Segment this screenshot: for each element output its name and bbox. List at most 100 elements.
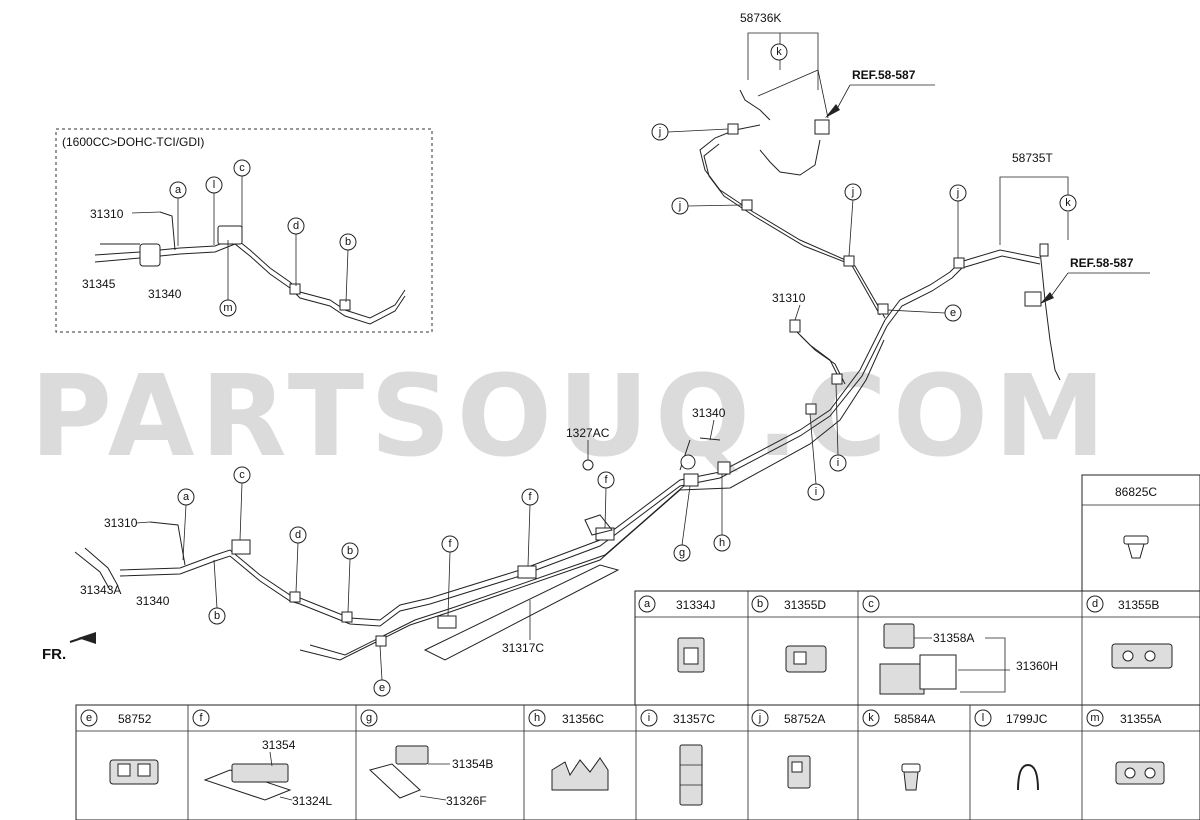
callout-f-2[interactable]: f bbox=[521, 488, 539, 506]
part-31343a[interactable]: 31343A bbox=[80, 583, 121, 597]
legend-part-31354: 31354 bbox=[262, 738, 296, 752]
ref-arrow-icon-2 bbox=[1040, 292, 1054, 304]
legend-item-f[interactable]: f 31354 31324L bbox=[192, 709, 332, 808]
inset-panel: (1600CC>DOHC-TCI/GDI) a l c m d b 31310 … bbox=[55, 128, 433, 333]
inset-callout-m[interactable]: m bbox=[219, 299, 237, 317]
part-1327ac[interactable]: 1327AC bbox=[566, 426, 610, 440]
part-31340-upper[interactable]: 31340 bbox=[692, 406, 726, 420]
svg-text:g: g bbox=[679, 547, 685, 559]
svg-text:f: f bbox=[604, 474, 608, 486]
inset-callout-l[interactable]: l bbox=[205, 176, 223, 194]
legend-item-h[interactable]: h 31356C bbox=[528, 709, 609, 791]
callout-leaders bbox=[135, 128, 959, 681]
ref-label-2[interactable]: REF.58-587 bbox=[1070, 256, 1134, 270]
svg-text:h: h bbox=[719, 537, 725, 549]
part-58736k[interactable]: 58736K bbox=[740, 11, 781, 25]
svg-text:e: e bbox=[379, 682, 385, 694]
callout-b-1[interactable]: b bbox=[341, 542, 359, 560]
svg-text:k: k bbox=[868, 712, 874, 724]
legend-item-c[interactable]: c 31358A 31360H bbox=[862, 595, 1058, 695]
part-31310-lower[interactable]: 31310 bbox=[104, 516, 138, 530]
watermark-text: PARTSOUQ.COM bbox=[30, 352, 1112, 482]
svg-text:a: a bbox=[183, 491, 190, 503]
callout-j-1[interactable]: j bbox=[651, 123, 669, 141]
svg-text:31355A: 31355A bbox=[1120, 712, 1161, 726]
callout-h[interactable]: h bbox=[713, 534, 731, 552]
legend-part-31358a: 31358A bbox=[933, 631, 974, 645]
svg-text:j: j bbox=[851, 186, 854, 198]
callout-g[interactable]: g bbox=[673, 544, 691, 562]
legend-item-j[interactable]: j 58752A bbox=[751, 709, 825, 789]
callout-c[interactable]: c bbox=[233, 466, 251, 484]
svg-text:d: d bbox=[1092, 598, 1098, 610]
legend-item-m[interactable]: m 31355A bbox=[1086, 709, 1165, 785]
svg-text:31355B: 31355B bbox=[1118, 598, 1159, 612]
legend-item-g[interactable]: g 31354B 31326F bbox=[360, 709, 493, 808]
inset-callout-d[interactable]: d bbox=[287, 217, 305, 235]
callout-e-2[interactable]: e bbox=[373, 679, 391, 697]
legend-bottom-row: e 58752 f 31354 31324L g 31354B 31326F h… bbox=[75, 704, 1200, 820]
svg-text:i: i bbox=[648, 712, 650, 724]
callout-b-2[interactable]: b bbox=[208, 607, 226, 625]
svg-text:a: a bbox=[175, 184, 182, 196]
legend-item-86825c[interactable]: 86825C bbox=[1115, 485, 1157, 559]
inset-callout-c[interactable]: c bbox=[233, 159, 251, 177]
svg-text:31356C: 31356C bbox=[562, 712, 604, 726]
svg-text:m: m bbox=[223, 302, 232, 314]
svg-text:j: j bbox=[678, 200, 681, 212]
callout-f-3[interactable]: f bbox=[441, 535, 459, 553]
front-arrow-icon bbox=[78, 632, 96, 644]
svg-text:c: c bbox=[239, 469, 245, 481]
callout-j-4[interactable]: j bbox=[949, 184, 967, 202]
svg-text:b: b bbox=[214, 610, 220, 622]
inset-part-31345[interactable]: 31345 bbox=[82, 277, 116, 291]
part-31317c[interactable]: 31317C bbox=[502, 641, 544, 655]
main-pipe-assembly bbox=[69, 32, 1150, 661]
callout-f-1[interactable]: f bbox=[597, 471, 615, 489]
legend-item-d[interactable]: d 31355B bbox=[1086, 595, 1173, 669]
callout-e-1[interactable]: e bbox=[944, 304, 962, 322]
legend-item-a[interactable]: a 31334J bbox=[638, 595, 715, 673]
svg-text:b: b bbox=[345, 236, 351, 248]
legend-item-l[interactable]: l 1799JC bbox=[974, 709, 1048, 791]
callout-j-3[interactable]: j bbox=[844, 183, 862, 201]
svg-text:e: e bbox=[86, 712, 92, 724]
svg-text:c: c bbox=[868, 598, 874, 610]
inset-callout-a[interactable]: a bbox=[169, 181, 187, 199]
callout-i-2[interactable]: i bbox=[807, 483, 825, 501]
svg-text:e: e bbox=[950, 307, 956, 319]
svg-text:31334J: 31334J bbox=[676, 598, 715, 612]
svg-text:j: j bbox=[658, 126, 661, 138]
front-label: FR. bbox=[42, 646, 66, 663]
svg-text:31355D: 31355D bbox=[784, 598, 826, 612]
legend-item-k[interactable]: k 58584A bbox=[862, 709, 935, 791]
svg-text:f: f bbox=[448, 538, 452, 550]
part-31340-lower[interactable]: 31340 bbox=[136, 594, 170, 608]
callout-d[interactable]: d bbox=[289, 526, 307, 544]
part-31310-upper[interactable]: 31310 bbox=[772, 291, 806, 305]
legend-item-e[interactable]: e 58752 bbox=[80, 709, 159, 785]
ref-label-1[interactable]: REF.58-587 bbox=[852, 68, 916, 82]
legend-part-31326f: 31326F bbox=[446, 794, 487, 808]
callout-a[interactable]: a bbox=[177, 488, 195, 506]
svg-text:d: d bbox=[295, 529, 301, 541]
part-58735t[interactable]: 58735T bbox=[1012, 151, 1053, 165]
callout-i-1[interactable]: i bbox=[829, 454, 847, 472]
svg-text:g: g bbox=[366, 712, 372, 724]
callout-k-2[interactable]: k bbox=[1059, 194, 1077, 212]
legend-part-31354b: 31354B bbox=[452, 757, 493, 771]
callout-k-1[interactable]: k bbox=[770, 43, 788, 61]
legend-item-i[interactable]: i 31357C bbox=[640, 709, 715, 806]
svg-text:d: d bbox=[293, 220, 299, 232]
svg-text:f: f bbox=[528, 491, 532, 503]
svg-text:l: l bbox=[213, 179, 215, 191]
inset-part-31310[interactable]: 31310 bbox=[90, 207, 124, 221]
svg-text:k: k bbox=[1065, 197, 1071, 209]
legend-item-b[interactable]: b 31355D bbox=[751, 595, 827, 673]
svg-text:j: j bbox=[956, 187, 959, 199]
inset-callout-b[interactable]: b bbox=[339, 233, 357, 251]
svg-text:c: c bbox=[239, 162, 245, 174]
inset-part-31340[interactable]: 31340 bbox=[148, 287, 182, 301]
callout-j-2[interactable]: j bbox=[671, 197, 689, 215]
svg-text:i: i bbox=[837, 457, 839, 469]
